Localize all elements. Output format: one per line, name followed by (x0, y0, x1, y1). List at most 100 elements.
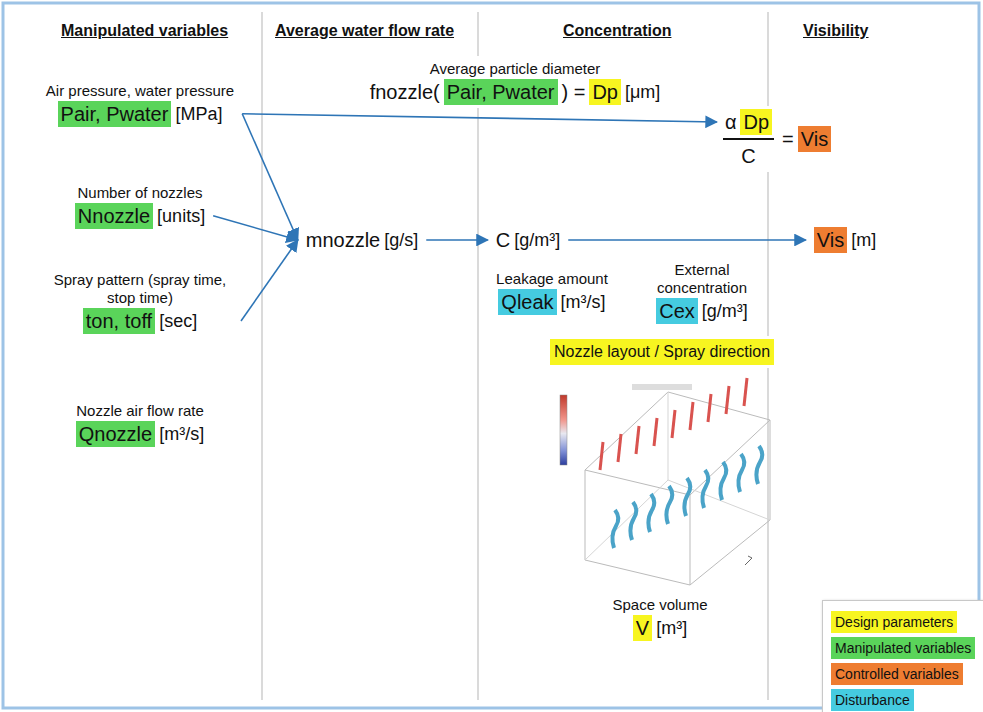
variable-node: mnozzle[g/s] (299, 224, 426, 256)
text-line: Spray pattern (spray time, stop time) (45, 271, 235, 307)
variable-name: Dp (740, 109, 772, 135)
text-line: Pair, Pwater[MPa] (44, 101, 236, 127)
text-line: Average particle diameter (368, 59, 663, 78)
unit-label: [g/m³] (514, 227, 560, 253)
legend-text: Disturbance (835, 692, 910, 708)
variable-name: Dp (589, 79, 621, 105)
column-header: Average water flow rate (272, 22, 457, 40)
variable-caption: Number of nozzles (77, 184, 202, 202)
variable-caption: Nozzle air flow rate (76, 402, 204, 420)
flow-arrow (213, 216, 298, 240)
variable-node: External concentrationCex[g/m³] (637, 258, 767, 327)
legend-text: Design parameters (835, 614, 953, 630)
unit-label: [m] (851, 227, 876, 253)
flow-arrow (242, 114, 717, 122)
legend-row: Controlled variables (831, 663, 975, 685)
variable-name: Vis (814, 227, 847, 253)
legend-row: Manipulated variables (831, 637, 975, 659)
variable-node: αDpC=Vis (718, 106, 838, 172)
column-header: Visibility (800, 22, 872, 40)
text-line: Nozzle layout / Spray direction (548, 339, 776, 365)
unit-label: [m³/s] (159, 421, 204, 447)
variable-name: Qnozzle (76, 421, 155, 447)
text-line: Leakage amount (494, 269, 610, 288)
variable-name: ) = (562, 79, 586, 105)
unit-label: [units] (157, 203, 205, 229)
variable-name: C (741, 143, 755, 169)
fraction-column: αDpC (723, 108, 774, 170)
legend-row: Design parameters (831, 611, 975, 633)
legend-swatch: Controlled variables (831, 663, 963, 685)
variable-name: ton, toff (83, 308, 155, 334)
text-line: C[g/m³] (494, 227, 562, 253)
variable-name: mnozzle (306, 227, 380, 253)
math-symbol: α (725, 109, 737, 135)
legend-swatch: Manipulated variables (831, 637, 975, 659)
variable-name: Cex (656, 298, 698, 324)
variable-name: Nozzle layout / Spray direction (550, 339, 774, 365)
numerator: αDp (723, 109, 774, 135)
variable-node: Number of nozzlesNnozzle[units] (68, 180, 212, 232)
column-header: Concentration (560, 22, 674, 40)
unit-label: [sec] (159, 308, 197, 334)
variable-node: Nozzle layout / Spray direction (543, 336, 781, 368)
fraction-bar (723, 138, 774, 140)
legend-swatch: Disturbance (831, 689, 914, 711)
variable-name: Pair, Pwater (444, 79, 558, 105)
variable-name: Vis (798, 126, 831, 152)
unit-label: [MPa] (175, 101, 222, 127)
legend-text: Manipulated variables (835, 640, 971, 656)
legend-text: Controlled variables (835, 666, 959, 682)
text-line: Number of nozzles (73, 183, 207, 202)
unit-label: [m³] (656, 615, 687, 641)
variable-caption: Average particle diameter (430, 60, 601, 78)
unit-label: [μm] (625, 79, 660, 105)
column-divider (262, 12, 263, 700)
text-line: ton, toff[sec] (45, 308, 235, 334)
variable-name: Qleak (498, 289, 556, 315)
legend-row: Disturbance (831, 689, 975, 711)
variable-name: Pair, Pwater (58, 101, 172, 127)
text-line: External concentration (642, 261, 762, 297)
variable-name: fnozzle( (370, 79, 440, 105)
variable-node: Spray pattern (spray time, stop time)ton… (40, 268, 240, 337)
variable-node: Leakage amountQleak[m³/s] (489, 266, 615, 318)
text-line: mnozzle[g/s] (304, 227, 421, 253)
text-line: Vis[m] (812, 227, 878, 253)
variable-node: Nozzle air flow rateQnozzle[m³/s] (69, 398, 211, 450)
flow-arrow (242, 114, 298, 240)
flow-arrow (241, 240, 298, 321)
text-line: Space volume (610, 595, 709, 614)
variable-name: Nnozzle (75, 203, 153, 229)
legend-swatch: Design parameters (831, 611, 957, 633)
variable-caption: Spray pattern (spray time, stop time) (47, 271, 233, 307)
text-line: Nozzle air flow rate (74, 401, 206, 420)
text-line: Air pressure, water pressure (44, 81, 236, 100)
unit-label: [g/m³] (702, 298, 748, 324)
legend-box: Design parametersManipulated variablesCo… (822, 600, 983, 712)
variable-node: Air pressure, water pressurePair, Pwater… (39, 78, 241, 130)
variable-caption: Space volume (612, 596, 707, 614)
fraction-formula: αDpC=Vis (723, 108, 833, 170)
unit-label: [m³/s] (561, 289, 606, 315)
text-line: Qnozzle[m³/s] (74, 421, 206, 447)
variable-node: Vis[m] (807, 224, 883, 256)
denominator: C (739, 143, 757, 169)
variable-name: V (633, 615, 652, 641)
variable-caption: Air pressure, water pressure (46, 82, 234, 100)
text-line: Qleak[m³/s] (494, 289, 610, 315)
text-line: Nnozzle[units] (73, 203, 207, 229)
variable-name: C (496, 227, 510, 253)
unit-label: [g/s] (384, 227, 418, 253)
flow-arrow (426, 239, 488, 241)
text-line: fnozzle(Pair, Pwater) =Dp[μm] (368, 79, 663, 105)
cfd-illustration (560, 378, 770, 585)
variable-caption: External concentration (644, 261, 760, 297)
flow-arrow (568, 239, 806, 241)
column-divider (478, 12, 479, 700)
variable-node: C[g/m³] (489, 224, 567, 256)
variable-caption: Leakage amount (496, 270, 608, 288)
text-line: Cex[g/m³] (642, 298, 762, 324)
variable-node: Average particle diameterfnozzle(Pair, P… (363, 56, 668, 108)
